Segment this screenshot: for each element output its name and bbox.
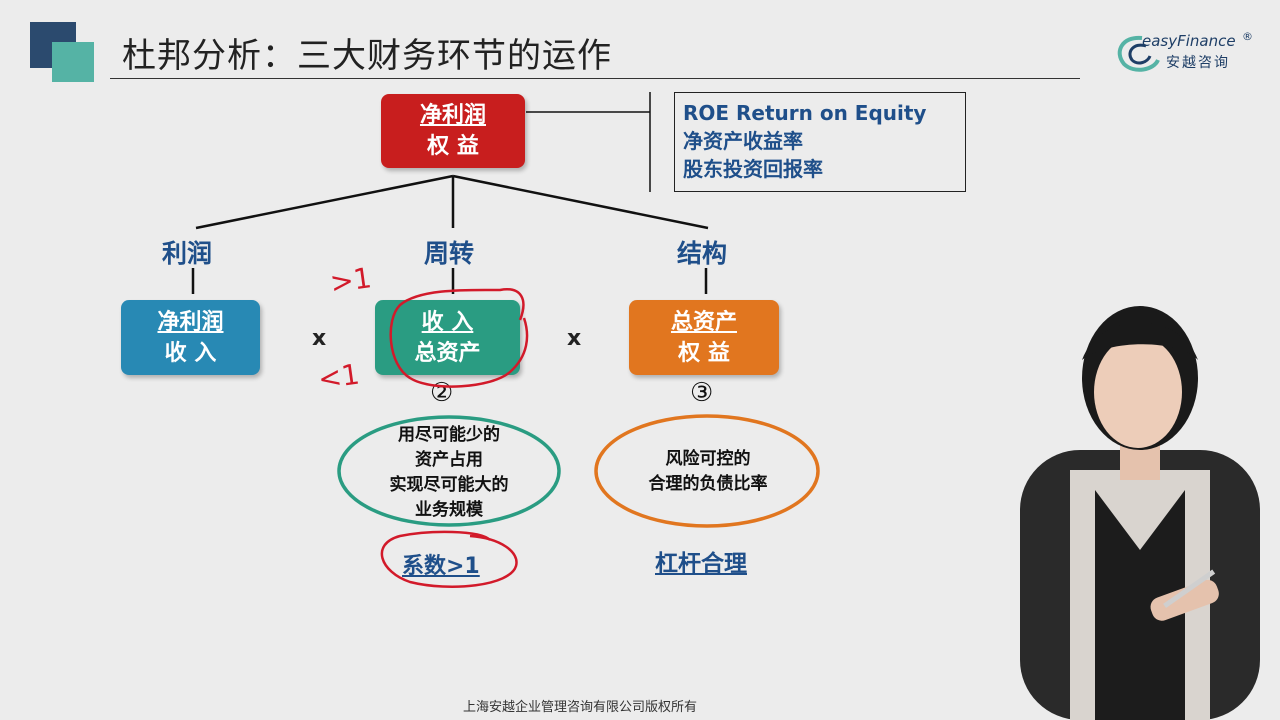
leverage-link[interactable]: 杠杆合理 bbox=[655, 551, 747, 577]
turnover-note: 用尽可能少的 资产占用 实现尽可能大的 业务规模 bbox=[340, 420, 558, 526]
turnover-note-line: 资产占用 bbox=[415, 450, 483, 470]
roe-denominator: 权 益 bbox=[427, 134, 479, 159]
brand-registered-mark: ® bbox=[1242, 30, 1253, 43]
ink-greater-than: >1 bbox=[328, 261, 373, 299]
profit-margin-box: 净利润 收 入 bbox=[121, 300, 260, 375]
logo-square-teal bbox=[52, 42, 94, 82]
structure-note-line: 风险可控的 bbox=[665, 449, 751, 469]
branch-label-turnover: 周转 bbox=[424, 239, 475, 268]
roe-formula-box: 净利润 权 益 bbox=[381, 94, 525, 168]
ink-less-than: <1 bbox=[316, 357, 361, 395]
ink-circle-coefficient bbox=[380, 530, 518, 588]
branch-label-structure: 结构 bbox=[677, 239, 728, 268]
turnover-note-line: 用尽可能少的 bbox=[398, 425, 500, 445]
multiply-operator-1: x bbox=[312, 326, 327, 351]
brand-logo-icon bbox=[1117, 35, 1160, 72]
definition-line-1: ROE Return on Equity bbox=[683, 101, 927, 125]
equity-multiplier-box: 总资产 权 益 bbox=[629, 300, 779, 375]
title-divider bbox=[110, 78, 1080, 79]
page-title: 杜邦分析：三大财务环节的运作 bbox=[122, 36, 612, 76]
multiply-operator-2: x bbox=[567, 326, 582, 351]
profit-denominator: 收 入 bbox=[164, 340, 217, 366]
branch-label-profit: 利润 bbox=[162, 239, 213, 268]
presenter-video bbox=[1020, 306, 1260, 720]
definition-line-3: 股东投资回报率 bbox=[683, 157, 823, 181]
ink-circle-turnover bbox=[389, 288, 529, 388]
roe-definition-box: ROE Return on Equity 净资产收益率 股东投资回报率 bbox=[674, 92, 966, 192]
turnover-note-line: 实现尽可能大的 bbox=[389, 475, 509, 495]
structure-note-line: 合理的负债比率 bbox=[648, 474, 768, 494]
structure-numerator: 总资产 bbox=[670, 309, 737, 335]
structure-denominator: 权 益 bbox=[678, 340, 730, 366]
brand-chinese-name: 安越咨询 bbox=[1166, 55, 1230, 71]
index-circle-3: ③ bbox=[690, 378, 714, 408]
profit-numerator: 净利润 bbox=[157, 309, 224, 335]
turnover-numerator: 收 入 bbox=[421, 309, 474, 335]
roe-numerator: 净利润 bbox=[419, 103, 486, 128]
turnover-note-line: 业务规模 bbox=[415, 500, 483, 520]
structure-note: 风险可控的 合理的负债比率 bbox=[598, 418, 818, 526]
brand-name: easyFinance bbox=[1142, 32, 1236, 50]
definition-line-2: 净资产收益率 bbox=[683, 129, 803, 153]
copyright-footer: 上海安越企业管理咨询有限公司版权所有 bbox=[462, 700, 697, 715]
coefficient-link[interactable]: 系数>1 bbox=[402, 554, 480, 579]
turnover-denominator: 总资产 bbox=[414, 340, 481, 366]
asset-turnover-box: 收 入 总资产 bbox=[375, 300, 520, 375]
